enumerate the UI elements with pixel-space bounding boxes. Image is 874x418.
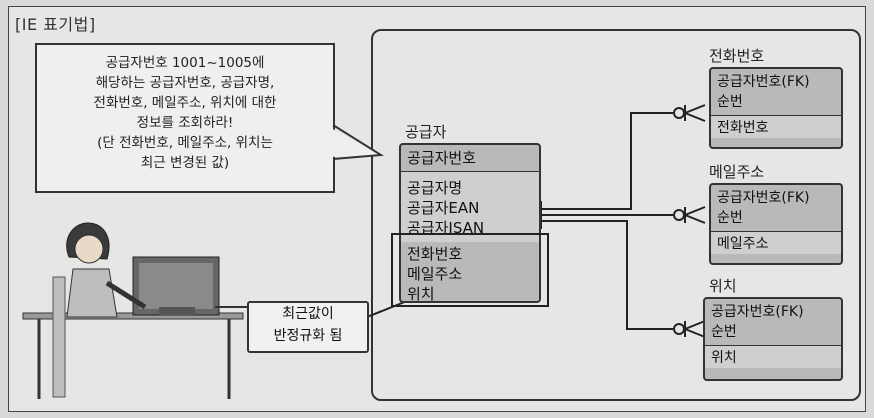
entity-key: 공급자번호(FK) <box>711 304 804 320</box>
supplier-denorm-attr: 위치 <box>407 285 435 303</box>
person-at-computer-illustration <box>22 222 249 399</box>
supplier-attr: 공급자명 <box>407 179 463 197</box>
bubble-tail <box>329 127 381 157</box>
supplier-denorm-attr: 메일주소 <box>407 265 463 283</box>
note-line: 반정규화 됨 <box>273 328 343 344</box>
entity-attr: 메일주소 <box>711 232 841 254</box>
bubble-line: (단 전화번호, 메일주소, 위치는 <box>97 135 273 151</box>
supplier-key: 공급자번호 <box>401 145 539 172</box>
location-entity-title: 위치 <box>709 277 737 295</box>
supplier-entity: 공급자번호 공급자명 공급자EAN 공급자ISAN 전화번호 메일주소 위치 <box>399 143 541 303</box>
supplier-attr: 공급자ISAN <box>407 219 485 237</box>
bubble-tail-outline <box>332 124 385 160</box>
supplier-entity-title: 공급자 <box>405 123 447 141</box>
supplier-denorm-attr: 전화번호 <box>407 245 463 263</box>
phone-entity-title: 전화번호 <box>709 47 765 65</box>
speech-bubble: 공급자번호 1001~1005에 해당하는 공급자번호, 공급자명, 전화번호,… <box>35 43 335 193</box>
entity-key: 순번 <box>717 94 743 110</box>
denorm-highlight-box <box>391 233 549 307</box>
phone-entity: 공급자번호(FK) 순번 전화번호 <box>709 67 843 149</box>
diagram-connectors <box>22 104 706 399</box>
entity-attr: 전화번호 <box>711 116 841 138</box>
crows-foot-location <box>673 320 706 338</box>
entity-key: 순번 <box>711 324 737 340</box>
figure-title: [IE 표기법] <box>15 15 96 34</box>
crows-foot-mail <box>673 206 706 224</box>
crows-foot-phone <box>673 104 706 122</box>
bubble-line: 공급자번호 1001~1005에 <box>105 55 265 71</box>
entity-attr: 위치 <box>705 346 841 368</box>
bubble-line: 정보를 조회하라! <box>136 115 234 131</box>
supplier-attr: 공급자EAN <box>407 199 480 217</box>
entity-key: 공급자번호(FK) <box>717 190 810 206</box>
location-entity: 공급자번호(FK) 순번 위치 <box>703 297 843 381</box>
ie-notation-figure: [IE 표기법] 공급자번호 1001~1005에 해당하는 공급자번호, 공급… <box>8 6 866 412</box>
entity-key: 순번 <box>717 210 743 226</box>
bubble-line: 전화번호, 메일주소, 위치에 대한 <box>93 95 277 111</box>
erd-frame <box>371 29 861 401</box>
denormalization-note: 최근값이 반정규화 됨 <box>247 301 369 353</box>
entity-key: 공급자번호(FK) <box>717 74 810 90</box>
note-line: 최근값이 <box>282 306 334 322</box>
bubble-line: 해당하는 공급자번호, 공급자명, <box>95 75 275 91</box>
mail-entity: 공급자번호(FK) 순번 메일주소 <box>709 183 843 265</box>
mail-entity-title: 메일주소 <box>709 163 765 181</box>
bubble-line: 최근 변경된 값) <box>140 155 230 171</box>
